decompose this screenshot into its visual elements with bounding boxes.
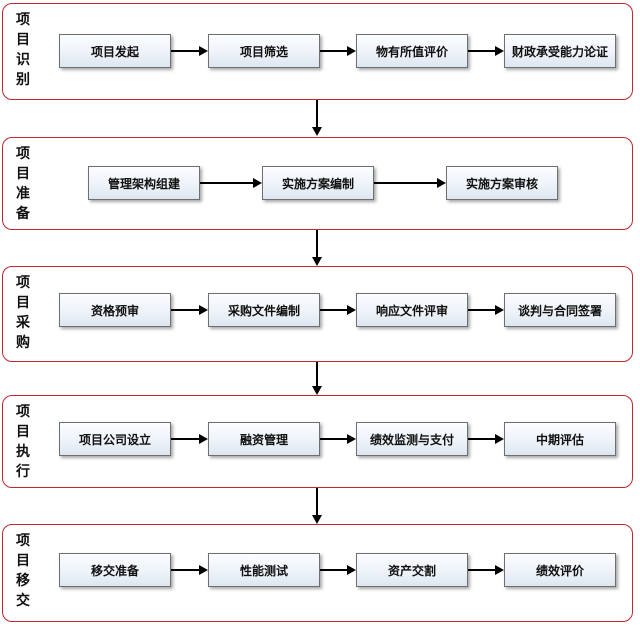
stage-procurement: 项 目 采 购 资格预审 采购文件编制 响应文件评审 谈判与合同签署 [2,266,633,362]
step-node[interactable]: 移交准备 [59,553,171,587]
arrow-right-icon [171,565,208,575]
arrow-right-icon [320,305,356,315]
step-node[interactable]: 融资管理 [208,422,320,456]
step-node[interactable]: 中期评估 [504,422,616,456]
stage-label: 项 目 移 交 [16,533,30,609]
step-node[interactable]: 财政承受能力论证 [504,34,616,68]
arrow-down-icon [312,488,322,524]
stage-preparation: 项 目 准 备 管理架构组建 实施方案编制 实施方案审核 [2,137,633,230]
step-node[interactable]: 谈判与合同签署 [504,293,616,327]
step-node[interactable]: 资产交割 [356,553,468,587]
stage-label: 项 目 识 别 [16,12,30,88]
arrow-right-icon [468,46,504,56]
arrow-right-icon [320,434,356,444]
arrow-right-icon [320,46,356,56]
arrow-right-icon [200,178,262,188]
arrow-right-icon [171,434,208,444]
arrow-down-icon [312,100,322,136]
step-node[interactable]: 项目公司设立 [59,422,171,456]
step-node[interactable]: 响应文件评审 [356,293,468,327]
step-node[interactable]: 管理架构组建 [88,166,200,200]
arrow-right-icon [468,434,504,444]
stage-identification: 项 目 识 别 项目发起 项目筛选 物有所值评价 财政承受能力论证 [2,3,633,100]
arrow-right-icon [320,565,356,575]
step-node[interactable]: 采购文件编制 [208,293,320,327]
step-node[interactable]: 性能测试 [208,553,320,587]
step-node[interactable]: 绩效评价 [504,553,616,587]
step-node[interactable]: 实施方案审核 [446,166,558,200]
arrow-down-icon [312,230,322,266]
step-node[interactable]: 实施方案编制 [262,166,374,200]
arrow-down-icon [312,362,322,395]
arrow-right-icon [171,305,208,315]
arrow-right-icon [468,565,504,575]
stage-handover: 项 目 移 交 移交准备 性能测试 资产交割 绩效评价 [2,524,633,622]
step-node[interactable]: 资格预审 [59,293,171,327]
step-node[interactable]: 物有所值评价 [356,34,468,68]
step-node[interactable]: 绩效监测与支付 [356,422,468,456]
step-node[interactable]: 项目筛选 [208,34,320,68]
stage-execution: 项 目 执 行 项目公司设立 融资管理 绩效监测与支付 中期评估 [2,395,633,488]
arrow-right-icon [171,46,208,56]
stage-label: 项 目 准 备 [16,146,30,222]
arrow-right-icon [374,178,446,188]
stage-label: 项 目 执 行 [16,404,30,480]
arrow-right-icon [468,305,504,315]
stage-label: 项 目 采 购 [16,275,30,351]
step-node[interactable]: 项目发起 [59,34,171,68]
